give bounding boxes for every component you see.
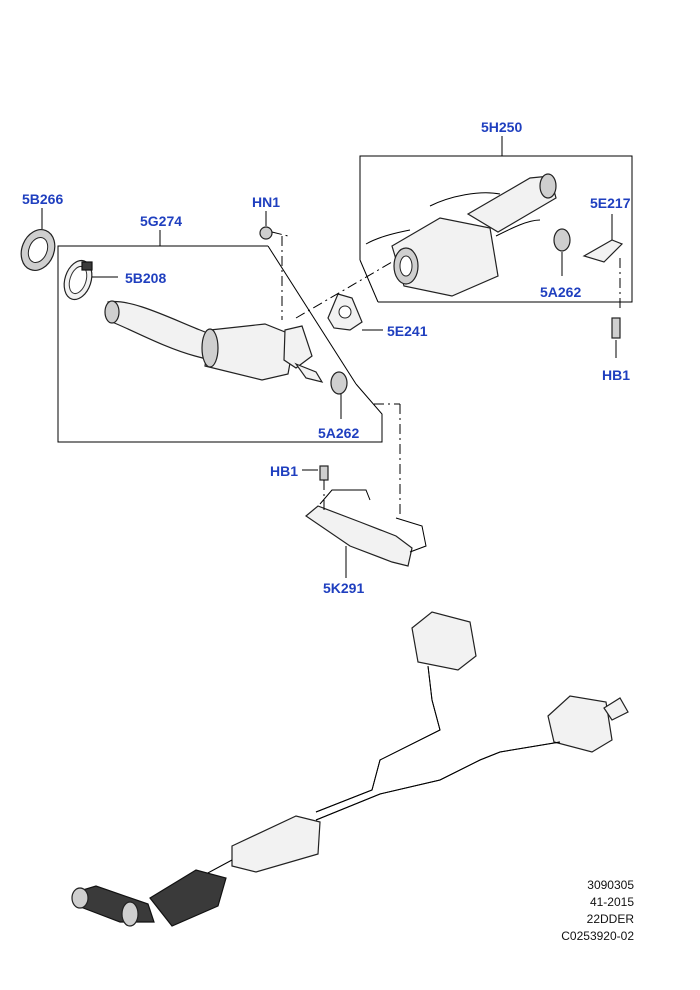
overview-center-muffler <box>231 815 321 873</box>
gasket-5B266 <box>20 208 56 271</box>
callout-5K291: 5K291 <box>323 580 364 596</box>
reference-line-4: C0253920-02 <box>561 929 634 943</box>
callout-HN1: HN1 <box>252 194 280 210</box>
rear-frame-diagonal <box>359 259 379 303</box>
isolator-5A262-rear <box>553 228 571 276</box>
overview-downpipe <box>75 885 155 923</box>
callout-5E217: 5E217 <box>590 195 631 211</box>
callout-5G274: 5G274 <box>140 213 182 229</box>
callout-5E241: 5E241 <box>387 323 428 339</box>
rear-assembly-group <box>359 136 633 303</box>
exhaust-overview <box>71 611 629 927</box>
callout-5B208: 5B208 <box>125 270 166 286</box>
overview-muffler-right <box>547 695 613 753</box>
callout-5B266: 5B266 <box>22 191 63 207</box>
overview-muffler-left <box>411 611 477 671</box>
bolt-HB1-rear <box>611 317 621 358</box>
callout-HB1-rear: HB1 <box>602 367 630 383</box>
nut-HN1 <box>259 211 289 320</box>
rear-assembly-frame <box>359 155 633 303</box>
front-assembly-frame <box>57 245 383 443</box>
reference-line-1: 3090305 <box>587 878 634 892</box>
link-dash-1 <box>295 261 393 319</box>
reference-line-2: 41-2015 <box>589 895 634 909</box>
callout-5H250: 5H250 <box>481 119 522 135</box>
gasket-5E241 <box>327 293 383 331</box>
rear-muffler <box>365 173 557 297</box>
reference-line-3: 22DDER <box>586 912 634 926</box>
overview-catalyst <box>149 869 227 927</box>
isolator-5A262-front <box>330 371 348 419</box>
front-assembly-group <box>20 208 383 443</box>
callout-HB1-mid: HB1 <box>270 463 298 479</box>
reference-block: 3090305 41-2015 22DDER C0253920-02 <box>561 877 634 945</box>
callout-5A262-front: 5A262 <box>318 425 359 441</box>
clamp-5B208 <box>63 259 118 301</box>
bracket-5E217 <box>582 214 624 263</box>
callout-5A262-rear: 5A262 <box>540 284 581 300</box>
front-frame-diagonal <box>267 245 357 385</box>
downpipe-catalyst <box>104 300 324 383</box>
heat-shield-5K291 <box>302 403 427 578</box>
